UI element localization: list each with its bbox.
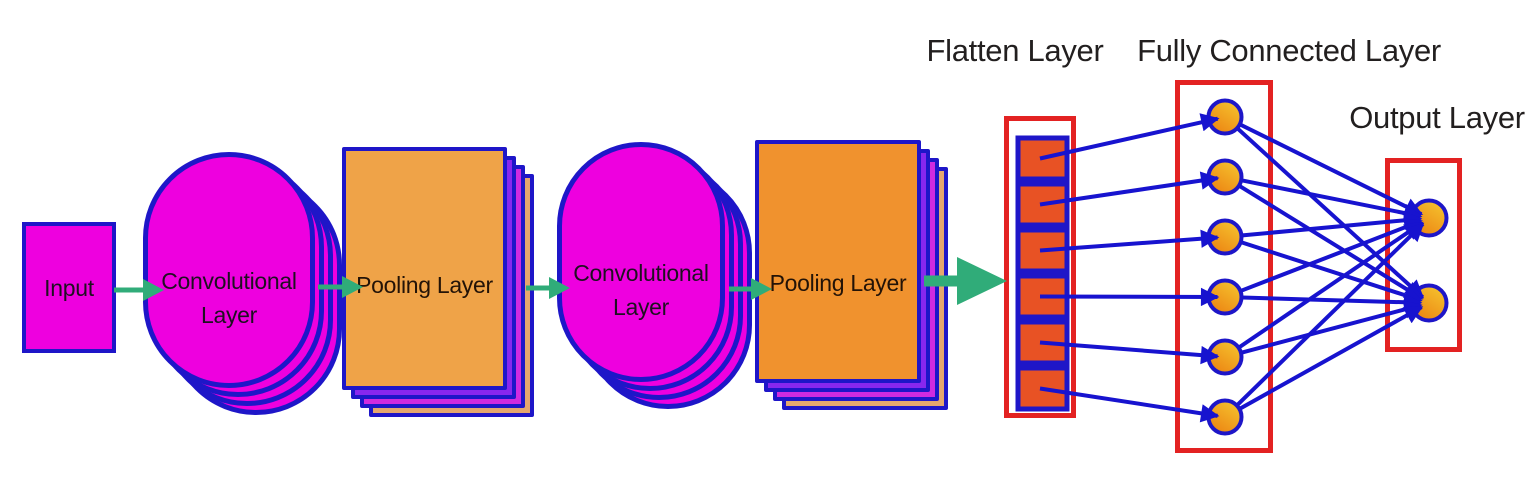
fully-connected-layer-box — [1175, 80, 1273, 453]
conv-layer-2-label: Convolutional Layer — [573, 260, 709, 320]
pooling-layer-1-shape: Pooling Layer — [342, 147, 507, 390]
pooling-layer-2-shape: Pooling Layer — [755, 140, 921, 383]
output-layer-box — [1385, 158, 1462, 352]
input-layer-block: Input — [22, 222, 116, 353]
flatten-layer-title: Flatten Layer — [926, 33, 1104, 68]
pooling-layer-1-label: Pooling Layer — [356, 271, 493, 298]
fully-connected-layer-title: Fully Connected Layer — [1137, 33, 1441, 68]
pooling-layer-2-block: Pooling Layer — [755, 140, 948, 410]
conv-layer-1-block: Convolutional Layer — [143, 152, 342, 415]
flatten-layer-box — [1004, 116, 1076, 418]
pooling-layer-1-block: Pooling Layer — [342, 147, 534, 417]
conv-layer-1-label: Convolutional Layer — [161, 268, 297, 328]
output-layer-title: Output Layer — [1349, 100, 1525, 135]
input-label: Input — [44, 274, 94, 301]
conv-layer-1-shape: Convolutional Layer — [143, 152, 315, 388]
conv-layer-2-block: Convolutional Layer — [557, 142, 752, 409]
pooling-layer-2-label: Pooling Layer — [769, 269, 907, 296]
conv-layer-2-shape: Convolutional Layer — [557, 142, 725, 382]
